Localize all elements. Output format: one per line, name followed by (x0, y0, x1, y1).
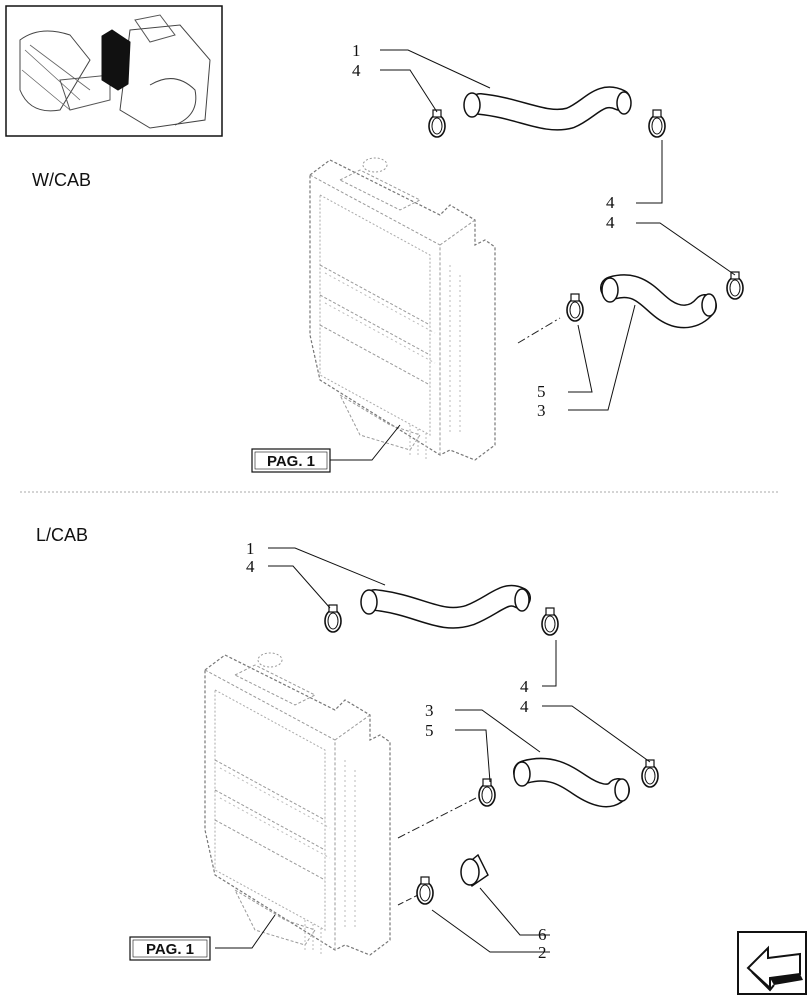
tractor-location-thumbnail-icon (5, 5, 223, 137)
callout-5: 5 (425, 721, 434, 740)
hose-clamp-bottom-right (541, 607, 559, 636)
page-reference-top[interactable]: PAG. 1 (251, 448, 331, 473)
lower-hose-top (600, 274, 717, 329)
hose-clamp-bottom-5 (478, 778, 496, 807)
upper-hose-bottom (360, 584, 531, 629)
page-reference-label: PAG. 1 (267, 453, 315, 470)
hose-clamp-bottom-left (324, 604, 342, 633)
callout-4: 4 (246, 557, 255, 576)
hose-clamp-bottom-2 (416, 876, 434, 905)
drain-plug (460, 853, 489, 888)
hose-clamp-top-left (428, 109, 446, 138)
callout-6: 6 (538, 925, 547, 944)
page-reference-label: PAG. 1 (146, 941, 194, 958)
section-label-l-cab: L/CAB (36, 525, 89, 545)
callout-2: 2 (538, 943, 547, 962)
radiator-top (309, 157, 496, 461)
callout-4: 4 (352, 61, 361, 80)
callout-1: 1 (352, 41, 361, 60)
callout-4: 4 (606, 213, 615, 232)
lower-hose-bottom (513, 757, 630, 808)
section-label-w-cab: W/CAB (32, 170, 92, 190)
callout-1: 1 (246, 539, 255, 558)
upper-hose-top (463, 86, 632, 131)
hose-clamp-top-lower-right (726, 271, 744, 300)
callout-4: 4 (606, 193, 615, 212)
assembly-line-bottom-1 (397, 797, 477, 839)
callout-4: 4 (520, 697, 529, 716)
hose-clamp-top-right (648, 109, 666, 138)
hose-clamp-bottom-lower-right (641, 759, 659, 788)
assembly-line-top (517, 317, 561, 344)
callout-5: 5 (537, 382, 546, 401)
radiator-bottom (204, 652, 391, 956)
callout-3: 3 (537, 401, 546, 420)
hose-clamp-top-5 (566, 293, 584, 322)
assembly-line-bottom-2 (397, 894, 419, 906)
previous-page-arrow-icon[interactable] (737, 931, 807, 995)
callout-4: 4 (520, 677, 529, 696)
page-reference-bottom[interactable]: PAG. 1 (129, 936, 211, 961)
callout-3: 3 (425, 701, 434, 720)
